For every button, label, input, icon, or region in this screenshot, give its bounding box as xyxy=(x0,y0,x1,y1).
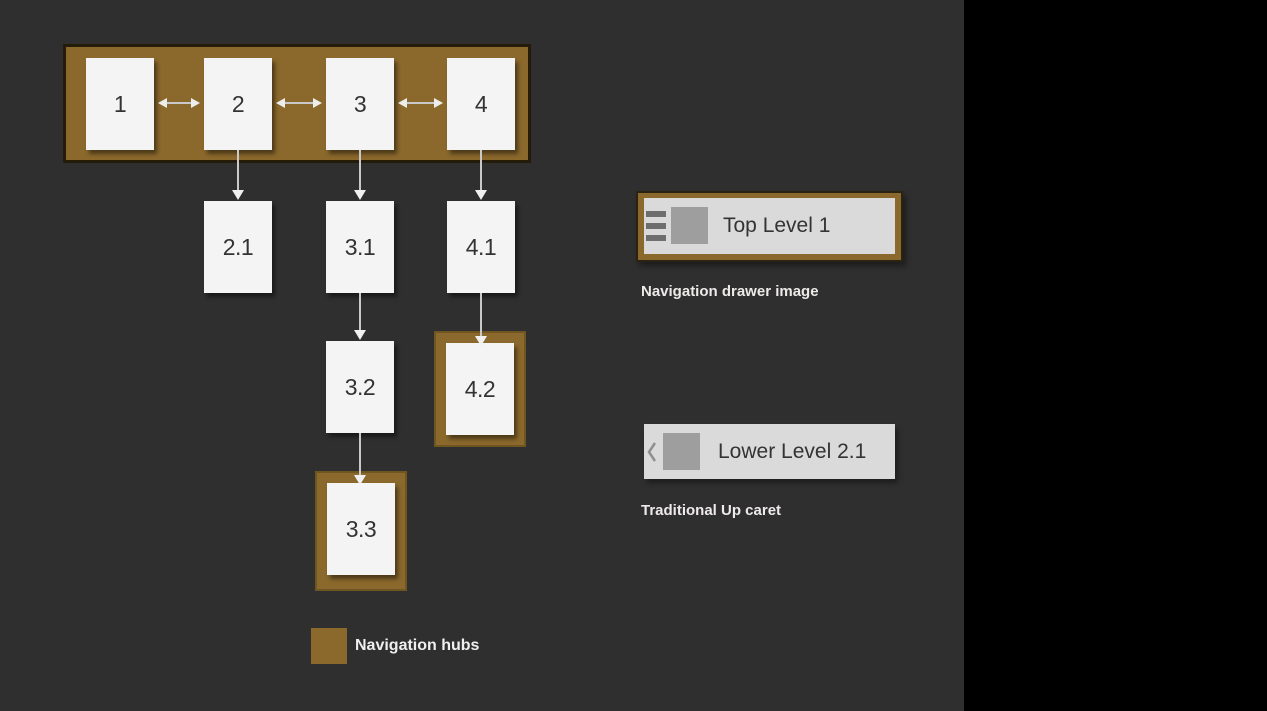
screen-node-label: 4.2 xyxy=(464,375,496,402)
screen-node-label: 1 xyxy=(113,90,127,117)
screen-node-4.1: 4.1 xyxy=(447,201,515,293)
down-arrow-3.2-to-3.3 xyxy=(354,433,366,485)
down-arrow-3.1-to-3.2 xyxy=(354,293,366,340)
screen-node-label: 2.1 xyxy=(222,233,254,260)
app-icon-placeholder xyxy=(663,433,700,470)
down-arrow-3-to-3.1 xyxy=(354,150,366,200)
screen-node-3: 3 xyxy=(326,58,394,150)
screen-node-label: 3 xyxy=(353,90,367,117)
arrowhead-left-icon xyxy=(276,98,285,108)
hub-brown-swatch xyxy=(311,628,347,664)
arrowhead-down-icon xyxy=(354,190,366,200)
arrowhead-down-icon xyxy=(232,190,244,200)
screen-node-label: 3.2 xyxy=(344,373,376,400)
screen-node-label: 4.1 xyxy=(465,233,497,260)
screen-node-3.1: 3.1 xyxy=(326,201,394,293)
screen-node-label: 3.1 xyxy=(344,233,376,260)
screen-node-4.2: 4.2 xyxy=(446,343,514,435)
screen-node-4: 4 xyxy=(447,58,515,150)
screen-node-1: 1 xyxy=(86,58,154,150)
bidirectional-arrow-3-4 xyxy=(398,97,443,109)
arrowhead-right-icon xyxy=(191,98,200,108)
screen-node-label: 3.3 xyxy=(345,515,377,542)
down-arrow-4.1-to-4.2 xyxy=(475,293,487,346)
screen-node-2.1: 2.1 xyxy=(204,201,272,293)
bidirectional-arrow-2-3 xyxy=(276,97,322,109)
top-level-action-bar: Top Level 1 xyxy=(644,198,895,254)
arrowhead-down-icon xyxy=(354,475,366,485)
screen-node-3.3: 3.3 xyxy=(327,483,395,575)
drawer-caption: Navigation drawer image xyxy=(641,283,819,300)
letterbox-panel xyxy=(964,0,1267,711)
screen-node-3.2: 3.2 xyxy=(326,341,394,433)
up-caret-caption: Traditional Up caret xyxy=(641,502,782,519)
arrowhead-left-icon xyxy=(398,98,407,108)
screen-node-2: 2 xyxy=(204,58,272,150)
screen-node-label: 2 xyxy=(231,90,245,117)
arrowhead-right-icon xyxy=(434,98,443,108)
down-arrow-2-to-2.1 xyxy=(232,150,244,200)
arrowhead-right-icon xyxy=(313,98,322,108)
arrowhead-down-icon xyxy=(475,190,487,200)
bidirectional-arrow-1-2 xyxy=(158,97,200,109)
screen-node-label: 4 xyxy=(474,90,488,117)
app-icon-placeholder xyxy=(671,207,708,244)
drawer-example-hub-frame: Top Level 1 xyxy=(636,191,903,262)
hamburger-menu-icon xyxy=(646,211,666,247)
arrowhead-down-icon xyxy=(475,336,487,346)
back-caret-icon xyxy=(647,424,657,479)
lower-level-action-bar: Lower Level 2.1 xyxy=(644,424,895,479)
arrowhead-down-icon xyxy=(354,330,366,340)
arrowhead-left-icon xyxy=(158,98,167,108)
action-bar-title: Top Level 1 xyxy=(723,214,831,237)
legend-label: Navigation hubs xyxy=(355,637,480,654)
down-arrow-4-to-4.1 xyxy=(475,150,487,200)
action-bar-title: Lower Level 2.1 xyxy=(718,439,867,463)
